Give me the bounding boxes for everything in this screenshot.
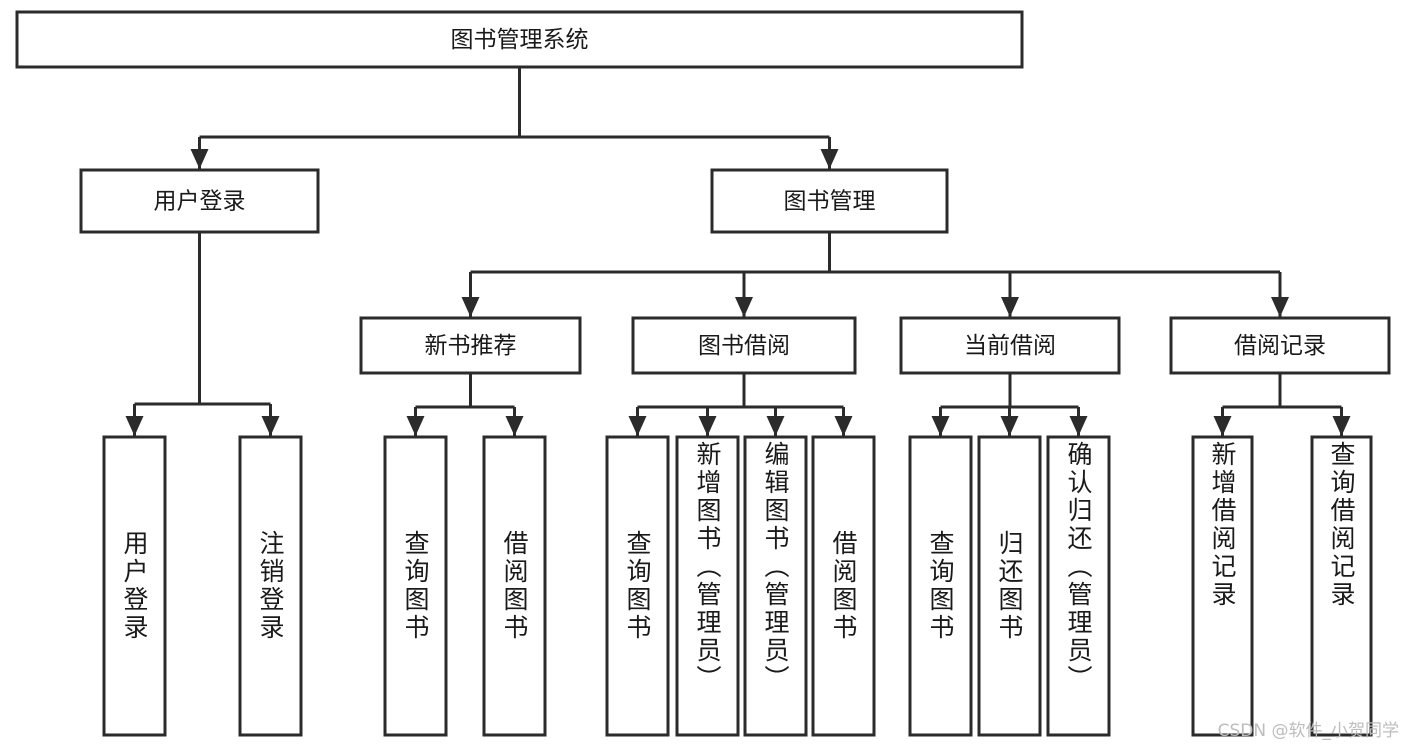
conn-book-manage-arrow-3 xyxy=(1271,297,1289,317)
node-l3-2-label: 当前借阅 xyxy=(964,333,1056,359)
node-root[interactable]: 图书管理系统 xyxy=(15,10,1024,69)
node-root-label: 图书管理系统 xyxy=(451,27,589,53)
conn-l3-1-arrow-1 xyxy=(698,416,717,436)
node-l2-1[interactable]: 图书管理 xyxy=(710,168,949,234)
node-leaf-1[interactable] xyxy=(238,435,303,737)
conn-book-manage-arrow-1 xyxy=(735,297,753,317)
node-l3-0-label: 新书推荐 xyxy=(425,333,517,359)
node-l2-1-label: 图书管理 xyxy=(784,189,876,215)
node-root-rect xyxy=(15,10,1024,69)
conn-l3-1-arrow-0 xyxy=(628,416,647,436)
conn-l3-3-arrow-1 xyxy=(1332,416,1351,436)
node-leaf-10[interactable] xyxy=(1046,435,1111,737)
node-leaf-7[interactable] xyxy=(811,435,876,737)
conn-l3-2-arrow-2 xyxy=(1069,416,1088,436)
node-l3-1-label: 图书借阅 xyxy=(698,333,790,359)
conn-l3-2-arrow-1 xyxy=(1000,416,1019,436)
conn-book-manage-arrow-0 xyxy=(461,297,480,317)
conn-l3-2-arrow-0 xyxy=(931,416,950,436)
node-leaf-9[interactable] xyxy=(977,435,1042,737)
conn-l3-3-arrow-0 xyxy=(1213,416,1232,436)
conn-l3-0-arrow-0 xyxy=(406,416,425,436)
node-l3-0-rect xyxy=(359,316,582,375)
conn-user-login-arrow-0 xyxy=(125,416,144,436)
node-l3-3[interactable]: 借阅记录 xyxy=(1169,316,1391,375)
conn-user-login-arrow-1 xyxy=(261,416,280,436)
node-l3-2-rect xyxy=(899,316,1121,375)
node-l2-0[interactable]: 用户登录 xyxy=(79,168,320,234)
node-l2-0-rect xyxy=(79,168,320,234)
node-leaf-12[interactable] xyxy=(1310,435,1373,737)
node-leaf-8[interactable] xyxy=(908,435,973,737)
node-l2-0-label: 用户登录 xyxy=(154,189,246,215)
conn-root-arrow-1 xyxy=(820,149,839,169)
node-l3-2[interactable]: 当前借阅 xyxy=(899,316,1121,375)
node-l3-1[interactable]: 图书借阅 xyxy=(631,316,857,375)
node-leaf-4[interactable] xyxy=(605,435,670,737)
conn-l3-0-arrow-1 xyxy=(505,416,524,436)
node-l3-3-label: 借阅记录 xyxy=(1234,333,1326,359)
node-leaf-5[interactable] xyxy=(675,435,740,737)
conn-book-manage-arrow-2 xyxy=(1001,297,1019,317)
node-leaf-0[interactable] xyxy=(102,435,167,737)
conn-l3-1-arrow-3 xyxy=(834,416,853,436)
node-leaf-2[interactable] xyxy=(383,435,448,737)
node-leaf-6[interactable] xyxy=(743,435,808,737)
node-leaf-11[interactable] xyxy=(1191,435,1254,737)
conn-root-arrow-0 xyxy=(190,149,209,169)
csdn-watermark: CSDN @软件_小贺同学 xyxy=(1217,721,1399,741)
node-leaf-3[interactable] xyxy=(482,435,547,737)
conn-l3-1-arrow-2 xyxy=(766,416,785,436)
node-l3-0[interactable]: 新书推荐 xyxy=(359,316,582,375)
